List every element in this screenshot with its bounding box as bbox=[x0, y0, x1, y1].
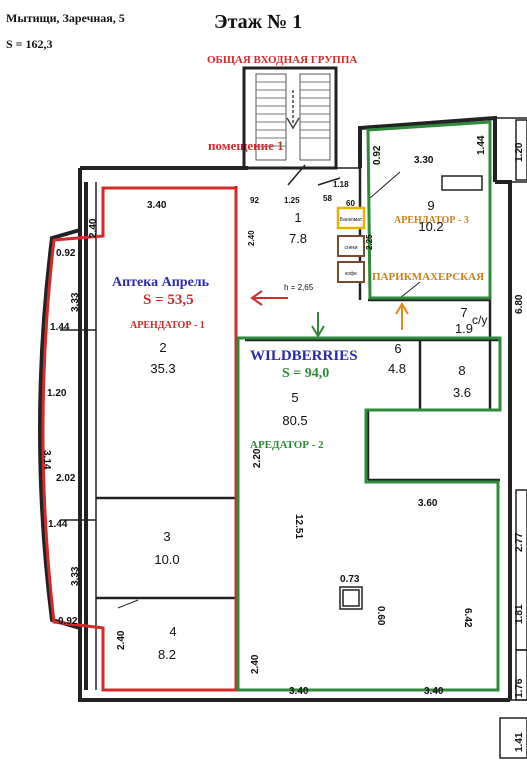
tenant-1-role: АРЕНДАТОР - 1 bbox=[130, 320, 205, 331]
dim-2-25: 2.25 bbox=[365, 234, 374, 250]
tenant-2-outline bbox=[236, 336, 502, 692]
tenant-3-outline bbox=[366, 120, 492, 300]
floor-title: Этаж № 1 bbox=[214, 11, 302, 33]
entry-arrows bbox=[250, 290, 409, 338]
room-1-area: 7.8 bbox=[289, 231, 307, 246]
room-9-area: 10.2 bbox=[418, 219, 443, 234]
tenant-3-role: АРЕНДАТОР - 3 bbox=[394, 215, 469, 226]
snacks-box bbox=[337, 235, 365, 257]
room-4-area: 8.2 bbox=[158, 647, 176, 662]
tenant-2-area: S = 94,0 bbox=[282, 366, 329, 381]
room-5-area: 80.5 bbox=[282, 413, 307, 428]
tenant-3-name: ПАРИКМАХЕРСКАЯ bbox=[372, 271, 484, 283]
room-6-area: 4.8 bbox=[388, 361, 406, 376]
dim-2-40-hall: 2.40 bbox=[247, 230, 256, 246]
room-1-number: 1 bbox=[294, 210, 301, 225]
atm-label: Банкомат bbox=[340, 217, 363, 223]
wc-label: с/у bbox=[472, 313, 487, 327]
staircase bbox=[242, 66, 338, 170]
dim-2-40-t2: 2.40 bbox=[250, 654, 261, 674]
dim-2-20: 2.20 bbox=[252, 448, 263, 468]
room-3-number: 3 bbox=[163, 529, 170, 544]
right-strip bbox=[499, 119, 527, 759]
coffee-label: кофе bbox=[345, 271, 357, 277]
dim-92: 92 bbox=[250, 196, 259, 205]
dim-3-40-right: 3.40 bbox=[424, 686, 444, 697]
address-text: Мытищи, Заречная, 5 bbox=[6, 11, 125, 25]
room-2-number: 2 bbox=[159, 340, 166, 355]
dim-0-92-top: 0.92 bbox=[56, 248, 76, 259]
dim-2-77: 2.77 bbox=[514, 532, 525, 552]
dim-0-92-t3: 0.92 bbox=[372, 145, 383, 165]
dim-0-60: 0.60 bbox=[375, 606, 386, 626]
entrance-group-label: ОБЩАЯ ВХОДНАЯ ГРУППА bbox=[207, 54, 357, 66]
room-5-number: 5 bbox=[291, 390, 298, 405]
coffee-box bbox=[337, 261, 365, 283]
dim-60: 60 bbox=[346, 199, 355, 208]
dim-1-44-top: 1.44 bbox=[50, 322, 70, 333]
dim-6-42: 6.42 bbox=[462, 608, 473, 628]
tenant-2-role: АРЕДАТОР - 2 bbox=[250, 439, 324, 451]
room-9-number: 9 bbox=[427, 198, 434, 213]
dim-0-73: 0.73 bbox=[340, 574, 360, 585]
room-8-area: 3.6 bbox=[453, 385, 471, 400]
dim-1-81: 1.81 bbox=[514, 604, 525, 624]
dim-2-02: 2.02 bbox=[56, 473, 76, 484]
dim-1-18: 1.18 bbox=[333, 180, 349, 189]
dim-1-20-right: 1.20 bbox=[514, 142, 525, 162]
dim-1-44-bottom: 1.44 bbox=[48, 519, 68, 530]
room-8-number: 8 bbox=[458, 363, 465, 378]
dim-3-14: 3.14 bbox=[41, 450, 52, 470]
tenant-1-area: S = 53,5 bbox=[143, 292, 194, 308]
dim-2-40-bottom: 2.40 bbox=[116, 630, 127, 650]
tenant-2-name: WILDBERRIES bbox=[250, 348, 358, 364]
height-note: h = 2,65 bbox=[284, 283, 314, 292]
tenant-1-outline bbox=[41, 186, 238, 692]
column bbox=[339, 586, 363, 610]
dim-3-33-bottom: 3.33 bbox=[70, 566, 81, 586]
dim-1-44-t3: 1.44 bbox=[476, 135, 487, 155]
room-6-number: 6 bbox=[394, 341, 401, 356]
room-2-area: 35.3 bbox=[150, 361, 175, 376]
dim-3-60: 3.60 bbox=[418, 498, 438, 509]
dim-1-76: 1.76 bbox=[514, 678, 525, 698]
room-7-area: 1.9 bbox=[455, 321, 473, 336]
dim-1-25: 1.25 bbox=[284, 196, 300, 205]
dim-58: 58 bbox=[323, 194, 332, 203]
dim-3-30: 3.30 bbox=[414, 155, 434, 166]
room-3-area: 10.0 bbox=[154, 552, 179, 567]
dim-1-41: 1.41 bbox=[514, 732, 525, 752]
room-4-number: 4 bbox=[169, 624, 176, 639]
dim-12-51: 12.51 bbox=[293, 514, 304, 539]
dim-0-92-bottom: 0.92 bbox=[58, 616, 78, 627]
dim-6-80: 6.80 bbox=[514, 294, 525, 314]
dim-3-33-top: 3.33 bbox=[70, 292, 81, 312]
room-7-number: 7 bbox=[460, 305, 467, 320]
dim-3-40-left: 3.40 bbox=[289, 686, 309, 697]
snacks-label: снеки bbox=[344, 245, 357, 251]
dim-top-left: 3.40 bbox=[147, 200, 167, 211]
total-area-text: S = 162,3 bbox=[6, 37, 53, 51]
atm-box bbox=[336, 206, 366, 230]
outer-walls bbox=[38, 115, 512, 702]
tenant-1-name: Аптека Апрель bbox=[112, 275, 210, 290]
dim-2-40-top: 2.40 bbox=[88, 218, 99, 238]
dim-1-20: 1.20 bbox=[47, 388, 67, 399]
premises-label: помещение 1 bbox=[208, 138, 284, 153]
